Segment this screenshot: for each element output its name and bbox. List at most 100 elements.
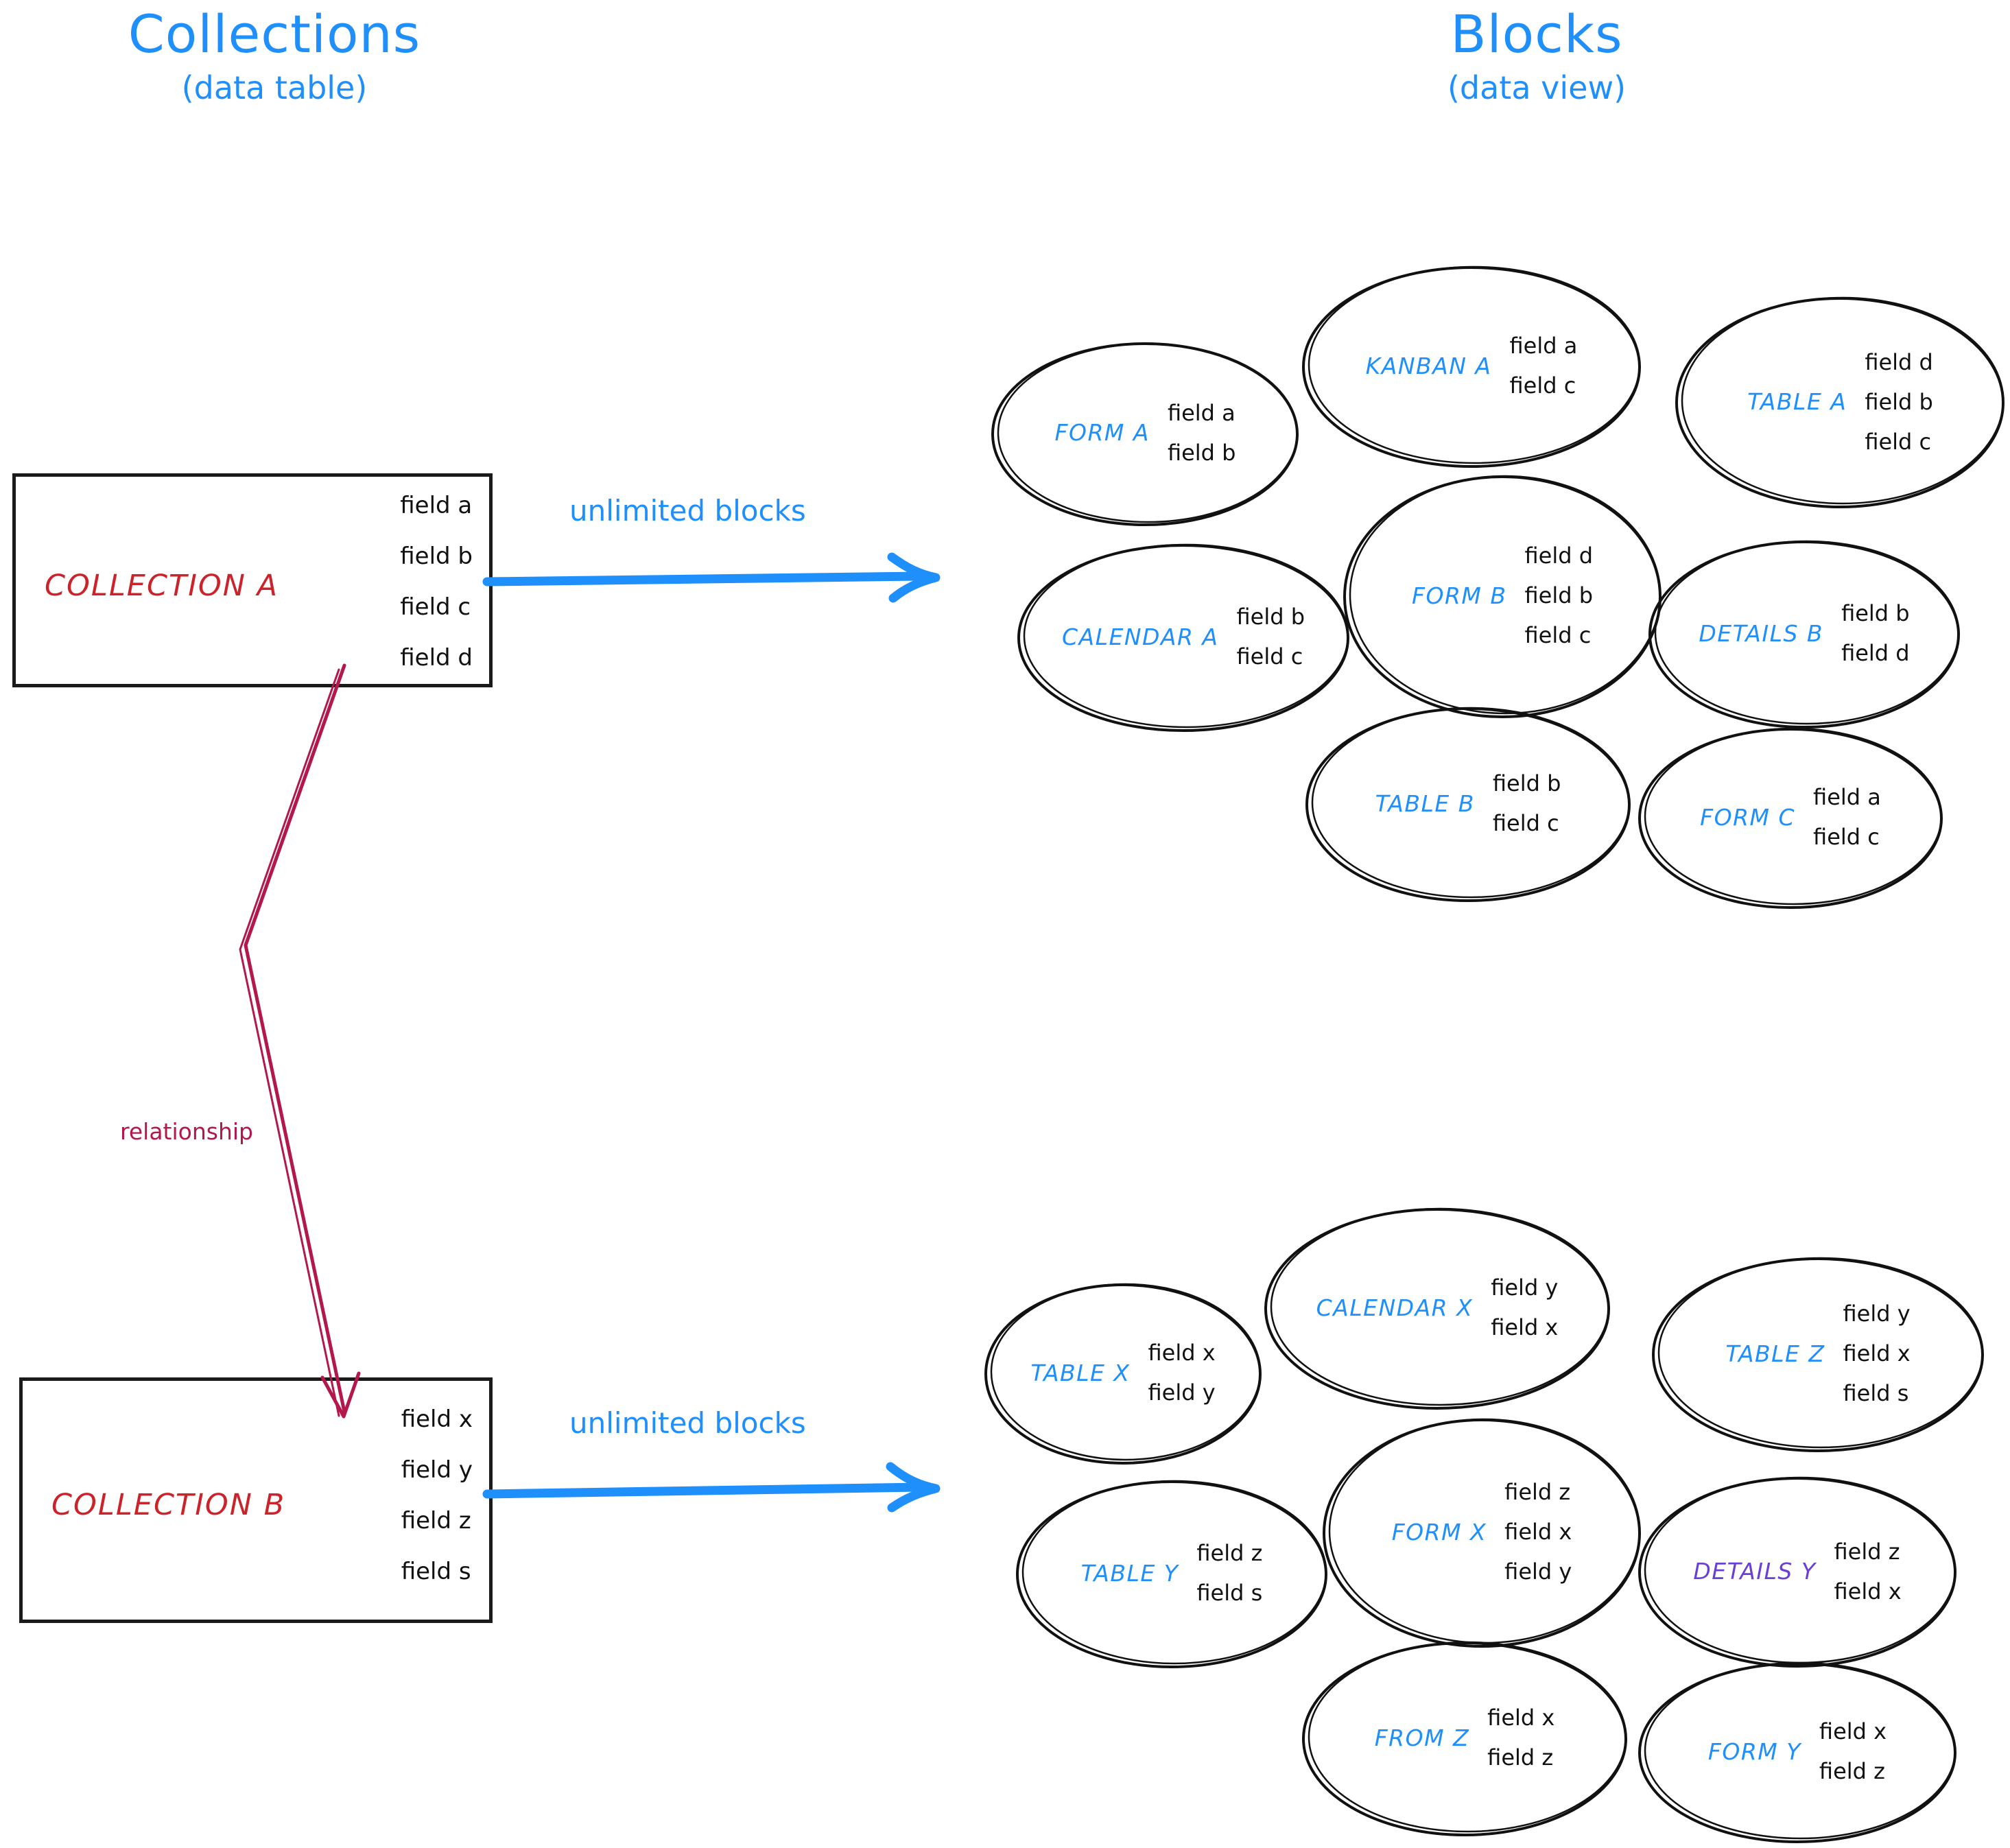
block-name: FORM C: [1700, 803, 1796, 831]
block-field-1: field x: [1504, 1519, 1572, 1545]
block-fields: field z field s: [1196, 1540, 1262, 1606]
collection-a-name: COLLECTION A: [45, 569, 279, 603]
ellipse-outline: [1302, 265, 1641, 468]
unlimited-blocks-label-a: unlimited blocks: [569, 494, 806, 528]
collections-header: Collections (data table): [62, 7, 487, 104]
unlimited-blocks-arrow-b: unlimited blocks: [480, 1406, 960, 1530]
arrow-shaft-b: [482, 1462, 941, 1513]
block-field-0: field z: [1196, 1540, 1263, 1566]
block-field-0: field x: [1148, 1340, 1216, 1366]
block-field-0: field z: [1834, 1538, 1900, 1565]
blocks-title: Blocks: [1450, 3, 1623, 64]
block-field-1: field y: [1148, 1379, 1216, 1406]
block-field-0: field b: [1841, 600, 1910, 626]
block-field-1: field c: [1236, 643, 1303, 670]
block-form-a[interactable]: FORM A field a field b: [989, 340, 1301, 528]
blocks-header: Blocks (data view): [1324, 7, 1749, 104]
block-fields: field y field x field s: [1843, 1301, 1911, 1406]
collection-b-field-0: field x: [401, 1406, 473, 1433]
collections-title: Collections: [128, 3, 421, 64]
collection-b-box[interactable]: COLLECTION B field x field y field z fie…: [19, 1377, 493, 1623]
block-fields: field b field d: [1841, 600, 1910, 666]
block-field-1: field b: [1524, 582, 1594, 608]
block-field-1: field x: [1843, 1340, 1911, 1366]
ellipse-outline: [1017, 543, 1349, 732]
ellipse-outline: [1264, 1207, 1610, 1410]
block-field-2: field y: [1504, 1559, 1572, 1585]
ellipse-outline: [1343, 475, 1662, 718]
block-fields: field y field x: [1491, 1275, 1558, 1340]
ellipse-outline: [1675, 296, 2005, 508]
collections-subtitle: (data table): [181, 69, 368, 106]
block-form-x[interactable]: FORM X field z field x field y: [1321, 1417, 1643, 1650]
block-field-1: field d: [1841, 640, 1910, 666]
block-field-0: field a: [1813, 784, 1881, 810]
block-table-x[interactable]: TABLE X field x field y: [982, 1281, 1264, 1467]
block-fields: field d field b field c: [1865, 349, 1933, 455]
collection-a-field-1: field b: [400, 543, 473, 570]
collection-b-fields: field x field y field z field s: [401, 1406, 473, 1585]
block-field-1: field z: [1819, 1758, 1885, 1784]
block-field-0: field b: [1236, 604, 1305, 630]
collection-b-field-3: field s: [401, 1558, 471, 1585]
ellipse-outline: [1638, 1661, 1956, 1843]
block-name: DETAILS Y: [1693, 1558, 1817, 1585]
block-field-0: field x: [1819, 1718, 1887, 1744]
block-fields: field a field c: [1510, 333, 1578, 399]
block-table-z[interactable]: TABLE Z field y field x field s: [1650, 1255, 1986, 1454]
block-fields: field x field z: [1819, 1718, 1887, 1784]
block-kanban-a[interactable]: KANBAN A field a field c: [1300, 264, 1643, 470]
block-calendar-x[interactable]: CALENDAR X field y field x: [1262, 1206, 1612, 1412]
block-table-y[interactable]: TABLE Y field z field s: [1014, 1478, 1329, 1670]
block-field-2: field s: [1843, 1380, 1909, 1406]
block-details-b[interactable]: DETAILS B field b field d: [1646, 538, 1962, 731]
block-fields: field b field c: [1493, 770, 1561, 836]
block-form-y[interactable]: FORM Y field x field z: [1636, 1660, 1959, 1845]
block-field-0: field d: [1865, 348, 1933, 375]
ellipse-outline: [1305, 707, 1631, 902]
block-name: TABLE A: [1747, 388, 1847, 415]
block-fields: field a field c: [1813, 784, 1881, 850]
block-field-2: field c: [1524, 622, 1592, 648]
block-field-1: field b: [1167, 439, 1236, 466]
unlimited-blocks-label-b: unlimited blocks: [569, 1406, 806, 1440]
collection-b-name: COLLECTION B: [51, 1488, 286, 1522]
block-fields: field d field b field c: [1524, 543, 1593, 648]
block-name: FORM B: [1411, 582, 1507, 609]
block-name: DETAILS B: [1699, 619, 1824, 647]
block-calendar-a[interactable]: CALENDAR A field b field c: [1015, 542, 1351, 734]
block-field-0: field b: [1492, 770, 1561, 796]
ellipse-outline: [1648, 540, 1960, 728]
block-details-y[interactable]: DETAILS Y field z field x: [1636, 1475, 1959, 1670]
block-name: FROM Z: [1374, 1724, 1470, 1751]
collection-b-field-1: field y: [401, 1456, 473, 1484]
block-fields: field a field b: [1168, 400, 1236, 466]
ellipse-outline: [1652, 1257, 1984, 1452]
arrow-shaft-a: [482, 552, 941, 603]
collection-a-box[interactable]: COLLECTION A field a field b field c fie…: [12, 473, 493, 687]
block-form-b[interactable]: FORM B field d field b field c: [1341, 473, 1664, 720]
collection-a-field-3: field d: [400, 644, 473, 672]
block-field-1: field x: [1834, 1578, 1902, 1604]
block-table-b[interactable]: TABLE B field b field c: [1303, 705, 1633, 904]
block-field-0: field a: [1167, 399, 1235, 426]
block-name: TABLE Z: [1725, 1340, 1825, 1367]
block-from-z[interactable]: FROM Z field x field z: [1300, 1639, 1629, 1838]
ellipse-outline: [1638, 727, 1943, 909]
block-table-a[interactable]: TABLE A field d field b field c: [1674, 295, 2007, 511]
unlimited-blocks-arrow-a: unlimited blocks: [480, 494, 960, 617]
block-name: FORM Y: [1707, 1738, 1801, 1765]
block-fields: field x field y: [1148, 1340, 1216, 1406]
block-name: CALENDAR X: [1316, 1294, 1474, 1321]
block-field-1: field s: [1196, 1580, 1263, 1606]
block-field-0: field x: [1487, 1705, 1555, 1731]
block-field-0: field y: [1491, 1275, 1559, 1301]
block-name: TABLE Y: [1080, 1559, 1179, 1587]
ellipse-outline: [991, 342, 1299, 526]
block-field-0: field y: [1843, 1301, 1911, 1327]
block-name: TABLE X: [1030, 1359, 1131, 1386]
block-name: FORM A: [1054, 419, 1150, 446]
block-form-c[interactable]: FORM C field a field c: [1636, 726, 1945, 911]
blocks-subtitle: (data view): [1447, 69, 1627, 106]
